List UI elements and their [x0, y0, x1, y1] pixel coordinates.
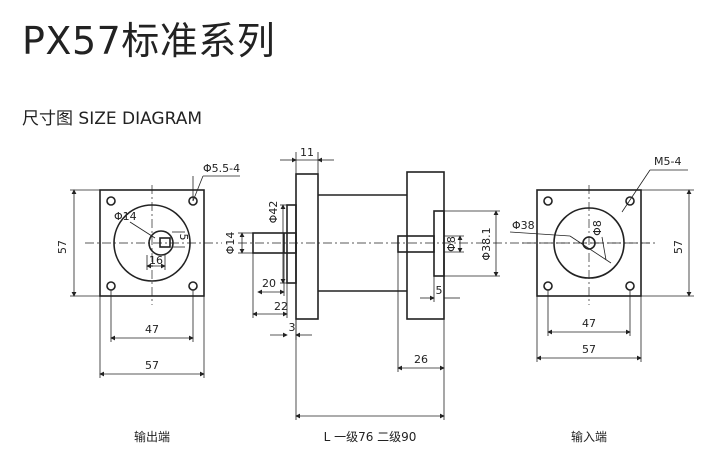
phi14-shaft-label: Φ14 [224, 232, 237, 255]
width-47-left-label: 47 [145, 323, 159, 336]
output-flange-plate [295, 173, 319, 320]
side-view: 11 Φ42 Φ14 20 22 3 Φ8 Φ38 [224, 146, 650, 420]
dim20-label: 20 [262, 277, 276, 290]
dim22-label: 22 [274, 300, 288, 313]
dim16-label: 16 [149, 254, 163, 267]
height-57-right-label: 57 [672, 240, 685, 254]
output-end-caption: 输出端 [134, 429, 170, 444]
output-hole-tl [106, 196, 116, 206]
input-hole-br [625, 281, 635, 291]
dim5-output-label: 5 [177, 234, 190, 241]
page-title: PX57标准系列 [22, 19, 276, 63]
input-hole-tr [625, 196, 635, 206]
input-end-caption: 输入端 [571, 429, 607, 444]
phi38-1-label: Φ38.1 [480, 227, 493, 260]
phi14-bore-label: Φ14 [114, 210, 137, 223]
page-subtitle: 尺寸图 SIZE DIAGRAM [22, 109, 203, 129]
dim3-label: 3 [289, 321, 296, 334]
width-57-right-label: 57 [582, 343, 596, 356]
dim26-label: 26 [414, 353, 428, 366]
dim5-side-label: 5 [436, 284, 443, 297]
flange-thick-label: 11 [300, 146, 314, 159]
m5-label: M5-4 [654, 155, 681, 168]
input-bore [397, 235, 435, 253]
output-hole-bl [106, 281, 116, 291]
output-hole-br [188, 281, 198, 291]
output-end-view: 57 Φ5.5-4 Φ14 5 16 47 57 [56, 162, 240, 378]
input-pilot [433, 210, 445, 277]
phi8-side-label: Φ8 [445, 236, 458, 252]
width-47-right-label: 47 [582, 317, 596, 330]
phi8-input-label: Φ8 [591, 220, 604, 236]
length-caption: L 一级76 二级90 [324, 430, 417, 444]
phi42-label: Φ42 [267, 201, 280, 224]
output-key [159, 237, 171, 248]
height-57-left-label: 57 [56, 240, 69, 254]
input-hole-bl [543, 281, 553, 291]
phi38-input-label: Φ38 [512, 219, 535, 232]
input-end-view: Φ38 Φ8 M5-4 57 47 57 [509, 155, 694, 362]
width-57-left-label: 57 [145, 359, 159, 372]
output-pilot [286, 204, 297, 284]
input-hole-tl [543, 196, 553, 206]
hole-output-label: Φ5.5-4 [203, 162, 240, 175]
